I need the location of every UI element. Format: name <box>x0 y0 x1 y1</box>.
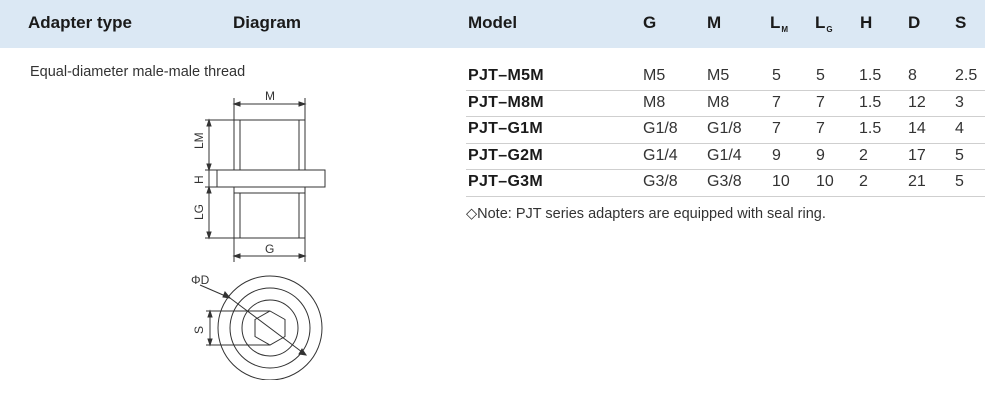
cell-lg: 7 <box>816 120 825 137</box>
header-lg-sub: G <box>826 25 833 34</box>
cell-lm: 7 <box>772 93 781 111</box>
cell-d: 14 <box>908 120 926 137</box>
cell-h: 1.5 <box>859 67 882 84</box>
cell-h: 1.5 <box>859 93 882 111</box>
diagram-label-lg: LG <box>192 204 206 220</box>
header-lm-main: L <box>770 13 781 32</box>
cell-lg: 10 <box>816 173 834 190</box>
cell-lg: 7 <box>816 93 825 111</box>
cell-d: 17 <box>908 146 926 164</box>
header-s: S <box>955 13 967 32</box>
diagram-label-s: S <box>192 326 206 334</box>
header-lg-main: L <box>815 13 826 32</box>
cell-d: 21 <box>908 173 926 190</box>
cell-model: PJT–G2M <box>468 146 544 164</box>
cell-lg: 9 <box>816 146 825 164</box>
cell-model: PJT–M5M <box>468 67 544 84</box>
cell-m: M8 <box>707 93 730 111</box>
cell-d: 12 <box>908 93 926 111</box>
cell-g: M8 <box>643 93 666 111</box>
cell-m: G3/8 <box>707 173 742 190</box>
header-adapter-type: Adapter type <box>28 13 132 32</box>
cell-lm: 7 <box>772 120 781 137</box>
header-g: G <box>643 13 657 32</box>
diagram-label-h: H <box>192 175 206 184</box>
cell-g: M5 <box>643 67 666 84</box>
table-row: PJT–M8M M8 M8 7 7 1.5 12 3 <box>466 91 985 117</box>
adapter-type-name: Equal-diameter male-male thread <box>30 64 246 80</box>
cell-model: PJT–G1M <box>468 120 544 137</box>
header-m: M <box>707 13 722 32</box>
cell-m: G1/8 <box>707 120 742 137</box>
cell-s: 5 <box>955 146 964 164</box>
cell-s: 5 <box>955 173 964 190</box>
cell-lg: 5 <box>816 67 825 84</box>
table-row: PJT–M5M M5 M5 5 5 1.5 8 2.5 <box>466 64 985 91</box>
header-lm-sub: M <box>781 25 789 34</box>
cell-s: 4 <box>955 120 964 137</box>
adapter-diagram: M LM H LG G ΦD S <box>191 89 326 380</box>
cell-lm: 9 <box>772 146 781 164</box>
cell-h: 1.5 <box>859 120 882 137</box>
cell-model: PJT–G3M <box>468 173 544 190</box>
cell-s: 3 <box>955 93 964 111</box>
cell-h: 2 <box>859 146 868 164</box>
cell-d: 8 <box>908 67 917 84</box>
cell-m: G1/4 <box>707 146 742 164</box>
cell-model: PJT–M8M <box>468 93 544 111</box>
note-text: ◇Note: PJT series adapters are equipped … <box>466 206 826 222</box>
header-lg: LG <box>815 13 833 34</box>
header-lm: LM <box>770 13 789 34</box>
diagram-label-m: M <box>265 89 275 103</box>
cell-lm: 5 <box>772 67 781 84</box>
diagram-label-phi-d: ΦD <box>191 273 210 287</box>
table-row: PJT–G3M G3/8 G3/8 10 10 2 21 5 <box>466 170 985 197</box>
cell-m: M5 <box>707 67 730 84</box>
cell-s: 2.5 <box>955 67 978 84</box>
table-row: PJT–G2M G1/4 G1/4 9 9 2 17 5 <box>466 144 985 170</box>
cell-g: G3/8 <box>643 173 678 190</box>
table-row: PJT–G1M G1/8 G1/8 7 7 1.5 14 4 <box>466 117 985 144</box>
table-header: Adapter type Diagram Model G M LM LG H D… <box>0 0 985 48</box>
header-model: Model <box>468 13 518 32</box>
spec-table: PJT–M5M M5 M5 5 5 1.5 8 2.5 PJT–M8M M8 M… <box>466 64 985 197</box>
diagram-label-lm: LM <box>192 132 206 149</box>
header-diagram: Diagram <box>233 13 302 32</box>
cell-g: G1/4 <box>643 146 678 164</box>
header-h: H <box>860 13 873 32</box>
cell-lm: 10 <box>772 173 790 190</box>
header-d: D <box>908 13 921 32</box>
diagram-label-g: G <box>265 242 274 256</box>
cell-g: G1/8 <box>643 120 678 137</box>
cell-h: 2 <box>859 173 868 190</box>
